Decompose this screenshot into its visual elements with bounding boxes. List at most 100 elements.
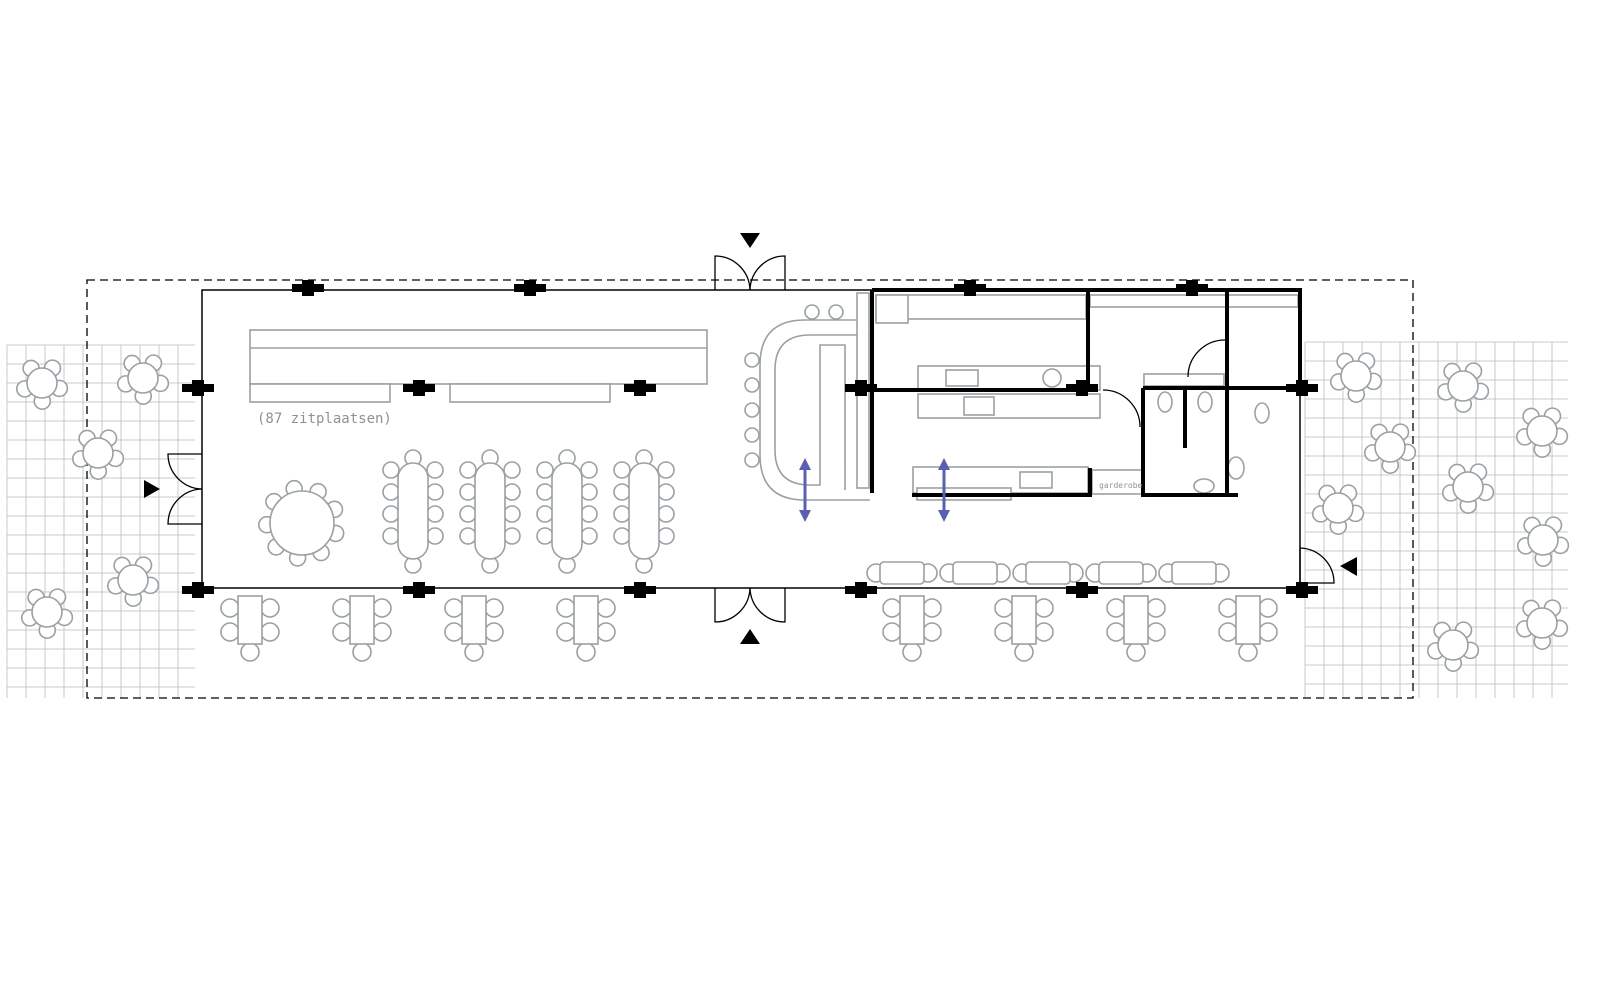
chair [613, 527, 631, 545]
side-door [167, 488, 203, 525]
chair [1106, 622, 1126, 642]
chair [1146, 622, 1166, 642]
square-table [1011, 595, 1037, 645]
main-door [714, 587, 751, 623]
chair [352, 642, 372, 662]
chair [994, 622, 1014, 642]
furniture [15, 292, 1570, 672]
column [624, 380, 656, 396]
chair [332, 598, 352, 618]
round-table [1526, 415, 1558, 447]
chair [882, 598, 902, 618]
column [1286, 380, 1318, 396]
bar-stool [744, 377, 760, 393]
hob [1042, 368, 1062, 388]
kitchen-island [917, 393, 1101, 419]
washbasin [1193, 478, 1215, 494]
chair [459, 527, 477, 545]
table [952, 561, 998, 585]
chair [1258, 622, 1278, 642]
chair [556, 622, 576, 642]
chair [657, 461, 675, 479]
table [1171, 561, 1217, 585]
side-door [167, 453, 203, 490]
chair [426, 527, 444, 545]
storage-shelves [1089, 294, 1299, 308]
chair [994, 598, 1014, 618]
round-table [1527, 524, 1559, 556]
chair [902, 642, 922, 662]
chair [220, 598, 240, 618]
chair [1238, 642, 1258, 662]
bar-stool [828, 304, 844, 320]
column [1286, 582, 1318, 598]
chair [580, 505, 598, 523]
chair [382, 461, 400, 479]
bar-stool [744, 402, 760, 418]
toilet [1254, 402, 1270, 424]
chair [580, 461, 598, 479]
toilet [1157, 391, 1173, 413]
chair [657, 505, 675, 523]
table [1025, 561, 1071, 585]
chair [240, 642, 260, 662]
building-outline [201, 289, 1301, 589]
chair [503, 505, 521, 523]
round-table [1447, 370, 1479, 402]
chair [372, 598, 392, 618]
bar-stool [744, 427, 760, 443]
chair [1258, 598, 1278, 618]
round-table [117, 564, 149, 596]
chair [1034, 622, 1054, 642]
column [292, 280, 324, 296]
washbasin [1227, 456, 1245, 480]
square-table [461, 595, 487, 645]
door [1102, 389, 1141, 428]
main-door [749, 587, 786, 623]
arrow-head-down [938, 510, 950, 522]
chair [613, 505, 631, 523]
chair [464, 642, 484, 662]
square-table [573, 595, 599, 645]
chair [426, 483, 444, 501]
chair [613, 461, 631, 479]
long-table [551, 462, 583, 560]
bar-stool [804, 304, 820, 320]
long-table [628, 462, 660, 560]
chair [1146, 598, 1166, 618]
walls [167, 255, 1335, 623]
chair [1034, 598, 1054, 618]
column [1176, 280, 1208, 296]
chair [556, 598, 576, 618]
arrow-head-up [799, 458, 811, 470]
column [954, 280, 986, 296]
chair [580, 483, 598, 501]
column [403, 380, 435, 396]
bar-counter [759, 319, 870, 501]
chair [536, 461, 554, 479]
door [1187, 339, 1226, 378]
chair [657, 483, 675, 501]
chair [503, 461, 521, 479]
column [1066, 380, 1098, 396]
column [624, 582, 656, 598]
seating-capacity-label: (87 zitplaatsen) [257, 411, 392, 427]
chair [260, 622, 280, 642]
arrow-head-down [799, 510, 811, 522]
chair [382, 483, 400, 501]
chair [1014, 642, 1034, 662]
round-table [1452, 471, 1484, 503]
stove [963, 396, 995, 416]
chair [503, 527, 521, 545]
chair [426, 461, 444, 479]
chair [382, 527, 400, 545]
toilet [1197, 391, 1213, 413]
round-table [1437, 629, 1469, 661]
round-table [127, 362, 159, 394]
square-table [349, 595, 375, 645]
chair [1218, 598, 1238, 618]
sink [1019, 471, 1053, 489]
chair [372, 622, 392, 642]
chair [536, 483, 554, 501]
